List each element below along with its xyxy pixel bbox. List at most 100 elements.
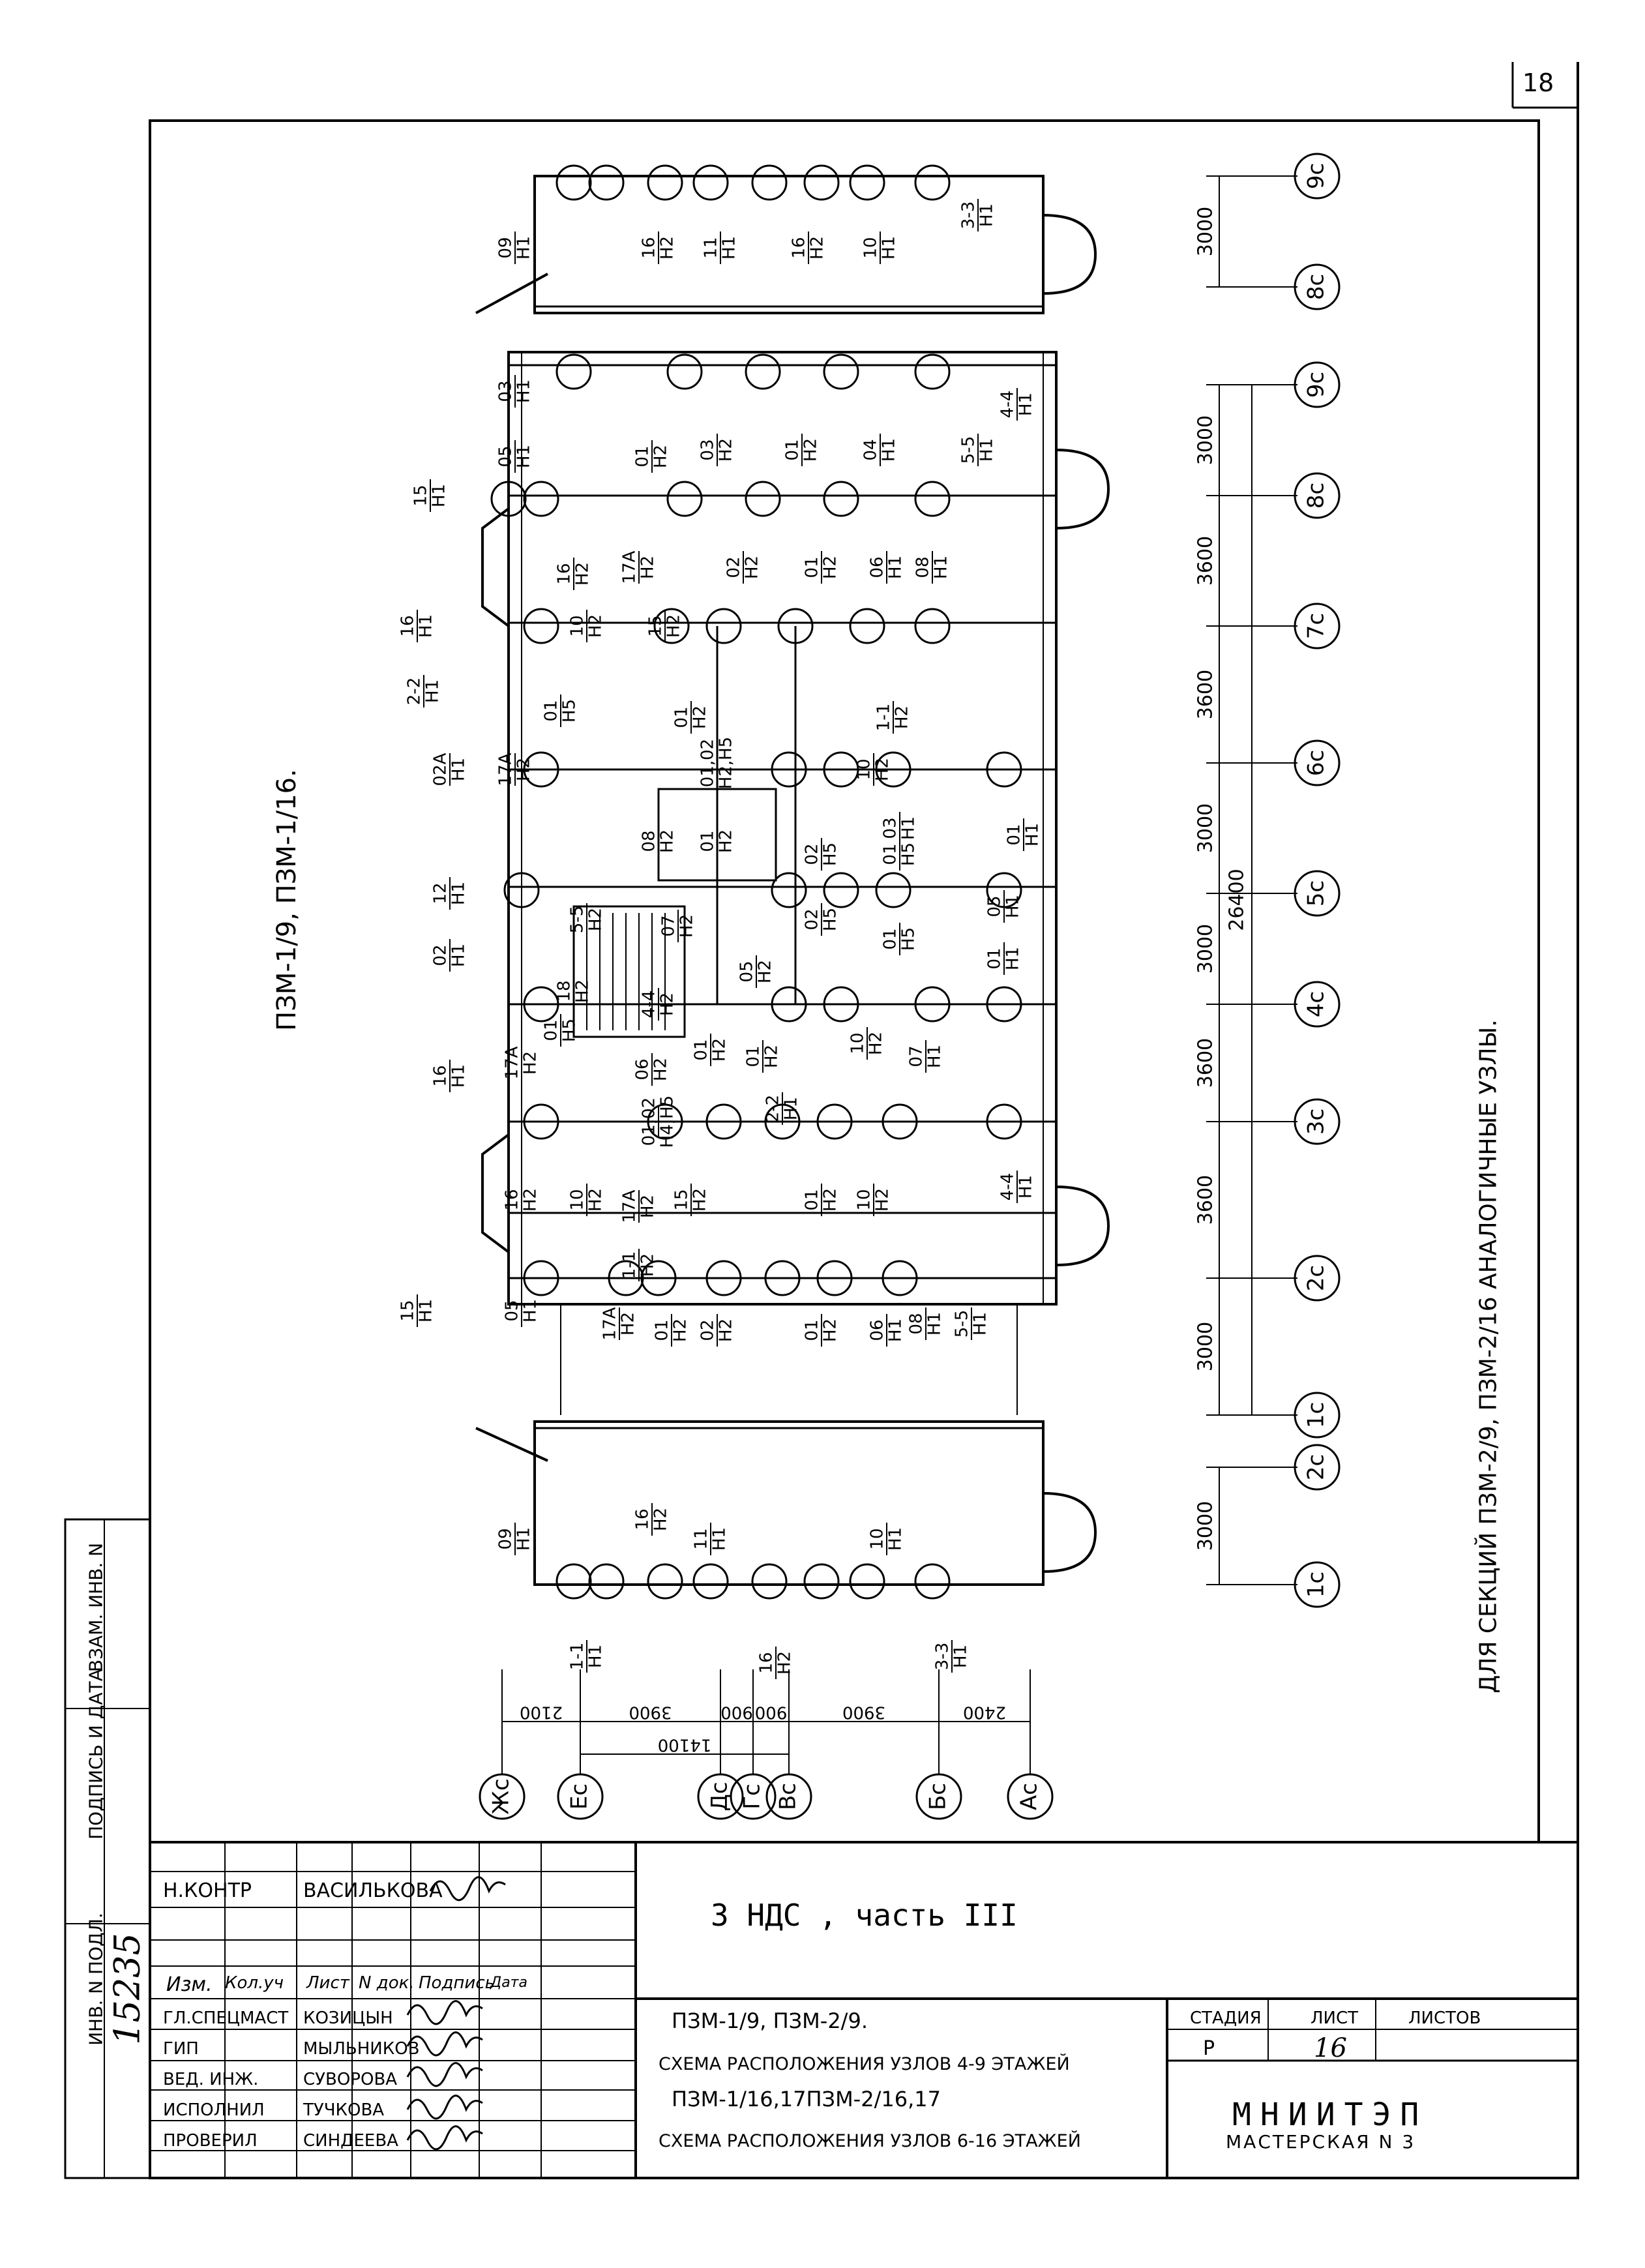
middle-row-label-top: 07 [659,915,679,936]
node-circle [875,751,911,788]
wing-bottom-label-top: 1-1 [568,1643,587,1670]
middle-row-label-top: 01 [698,830,718,852]
lower-row-label-bot: Н2 [521,1051,541,1075]
lower-row-label-bot: Н2 [586,1188,606,1212]
middle-row-label-bot: Н1 [449,758,469,781]
node-circle [803,1563,840,1600]
lower-row-label-top: 15 [398,1300,418,1321]
lower-row-label-top: 10 [848,1032,868,1054]
middle-row-label-bot: Н2 [586,908,606,931]
dim-bottom-total: 14100 [658,1735,712,1755]
wing-top-label-bot: Н2 [808,236,827,260]
upper-row-label-bot: Н2 [573,562,593,586]
node-circle [882,1260,918,1296]
lower-row-label-top: 10 [568,1189,587,1210]
middle-row-label-top: 2-2 [405,678,424,705]
signature-scribble [406,2125,483,2151]
tb-col-ndok: N док. [359,1973,415,1993]
bay-window-lower [481,1133,510,1253]
middle-row-label-bot: Н1 [423,679,443,703]
lower-row-label-bot: Н2 [762,1045,782,1068]
wing-bottom-label-bot: Н1 [886,1527,906,1551]
wing-top-outline [533,175,1045,314]
sheets-header: ЛИСТОВ [1408,2008,1481,2028]
middle-row-label-bot: Н5 [821,908,840,931]
lower-row-label-top: 06 [868,1319,887,1341]
wing-top-label-top: 16 [640,237,659,258]
node-circle [745,353,781,390]
lower-row-label-bot: Н2 [671,1319,690,1342]
node-circle [588,1563,625,1600]
axis-bubble-r2-text: 3с [1303,1109,1329,1135]
wing-bottom-label-top: 16 [633,1508,653,1530]
middle-row-label-bot: Н2 [690,706,710,729]
middle-row-label-top: 02А [431,753,451,786]
lower-row-label-top: 06 [633,1058,653,1080]
middle-row-label-top: 01 [542,700,561,721]
lower-row-label-top: 1-1 [620,1251,640,1279]
stamp-inv-number: 15235 [106,1933,148,2045]
node-circle [556,353,592,390]
dim-bottom: 3900 [629,1703,672,1722]
axis-bubble-bottom-text: Жс [488,1778,514,1814]
upper-row-label-bot: Н1 [886,556,906,579]
wing-top-bay [1043,214,1097,295]
axis-bubble-bottom-text: Ес [567,1783,593,1810]
upper-row-label-top: 01 [803,556,822,578]
lower-row-label-bot: Н1 [886,1319,906,1342]
middle-row-label-top: 08 [640,830,659,852]
dim-bottom: 900 [755,1703,788,1722]
lower-row-label-bot: Н1 [449,1064,469,1088]
node-circle [823,481,859,517]
node-circle [647,1103,683,1140]
node-circle [751,1563,788,1600]
lower-row-label-bot: Н2 [873,1188,893,1212]
tb-col-data: Дата [490,1975,527,1991]
axis-bubble-bottom [479,1773,526,1820]
upper-row-label-bot: Н1 [514,380,534,403]
node-circle [692,1563,729,1600]
axis-bubble-r2-text: 2с [1303,1265,1329,1291]
project-name: 3 НДС , часть III [711,1898,1018,1933]
tb-role-6: ПРОВЕРИЛ [163,2131,258,2151]
axis-bubble-r2-text: 6с [1303,750,1329,776]
middle-row-label-bot: Н1 [1003,895,1023,918]
node-circle [882,1103,918,1140]
dim-bottom: 900 [720,1703,753,1722]
upper-row-label-top: 17А [620,550,640,584]
wing-bottom-label-bot: Н1 [710,1527,730,1551]
middle-row-label-bot: Н2 [514,758,534,781]
wing-bottom-bay [1043,1492,1097,1573]
middle-row-label-bot: Н5 [899,927,919,951]
upper-row-label-top: 15 [411,485,431,506]
lower-row-label-top: 15 [672,1189,692,1210]
signature-scribble [429,1876,506,1902]
axis-bubble-r1-text: 8с [1303,274,1329,300]
tb-col-podpis: Подпись [419,1973,495,1993]
axis-bubble-r2-text: 9с [1303,372,1329,398]
upper-row-label-top: 05 [496,445,516,467]
dim-r2-total: 26400 [1226,869,1249,931]
upper-row-label-top: 02 [724,556,744,578]
axis-bubble-r1-text: 9с [1303,163,1329,189]
tb-name-6: СИНДЕЕВА [303,2131,398,2151]
lower-row-label-top: 5-5 [953,1310,972,1337]
lower-row-label-bot: Н1 [925,1045,945,1068]
node-circle [914,164,951,201]
org-name: МНИИТЭП [1232,2096,1429,2133]
middle-row-label-top: 01 [881,928,900,949]
stamp-signature-date: ПОДПИСЬ И ДАТА [85,1669,107,1840]
upper-row-label-top: 10 [568,615,587,636]
upper-row-label-bot: Н1 [880,438,899,462]
upper-row-label-top: 16 [555,563,574,584]
middle-row-label-bot: Н1 [449,882,469,905]
middle-row-label-top: 01 [881,843,900,865]
wing-top-label-top: 10 [861,237,881,258]
upper-row-label-bot: Н1 [1016,393,1036,416]
wing-bottom-label-bot: Н2 [651,1508,671,1531]
middle-row-label-top: 01 [1005,824,1024,845]
node-circle [823,751,859,788]
axis-bubble-bottom [765,1773,812,1820]
lower-row-label-top: 2-2 [763,1095,783,1122]
